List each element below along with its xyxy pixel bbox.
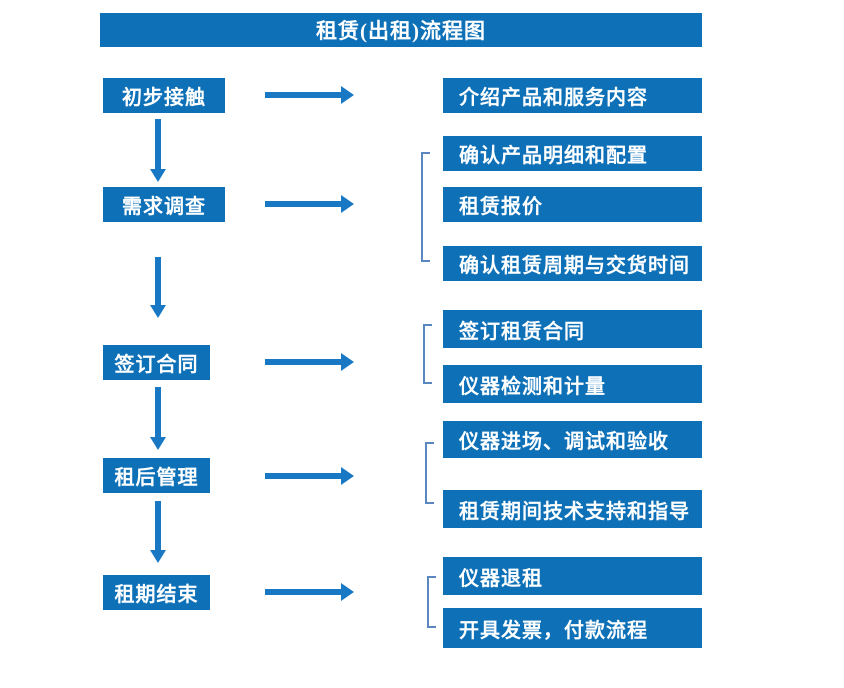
step-box-initial-contact: 初步接触 bbox=[103, 78, 225, 113]
detail-box: 开具发票，付款流程 bbox=[443, 608, 702, 648]
detail-box: 租赁期间技术支持和指导 bbox=[443, 490, 702, 528]
group-bracket bbox=[421, 152, 430, 262]
step-box-sign-contract: 签订合同 bbox=[103, 345, 210, 380]
right-arrow bbox=[265, 583, 354, 601]
group-bracket bbox=[425, 442, 434, 504]
right-arrow bbox=[265, 467, 354, 485]
down-arrow bbox=[150, 501, 166, 563]
arrow-head-icon bbox=[150, 169, 166, 182]
arrow-shaft bbox=[155, 501, 161, 550]
arrow-shaft bbox=[265, 201, 341, 207]
arrow-head-icon bbox=[341, 86, 354, 104]
down-arrow bbox=[150, 387, 166, 450]
arrow-head-icon bbox=[341, 195, 354, 213]
arrow-shaft bbox=[155, 387, 161, 437]
arrow-shaft bbox=[155, 119, 161, 169]
arrow-head-icon bbox=[150, 305, 166, 318]
arrow-shaft bbox=[265, 589, 341, 595]
arrow-shaft bbox=[265, 92, 341, 98]
detail-box: 确认租赁周期与交货时间 bbox=[443, 246, 702, 281]
right-arrow bbox=[265, 353, 354, 371]
step-box-rental-end: 租期结束 bbox=[103, 575, 210, 610]
diagram-title: 租赁(出租)流程图 bbox=[100, 13, 702, 47]
detail-box: 仪器退租 bbox=[443, 557, 702, 595]
arrow-shaft bbox=[265, 473, 341, 479]
arrow-shaft bbox=[155, 257, 161, 305]
down-arrow bbox=[150, 119, 166, 182]
step-box-post-rental-management: 租后管理 bbox=[103, 458, 210, 493]
detail-box: 介绍产品和服务内容 bbox=[443, 78, 702, 113]
down-arrow bbox=[150, 257, 166, 318]
group-bracket bbox=[427, 576, 436, 628]
detail-box: 签订租赁合同 bbox=[443, 310, 702, 348]
arrow-head-icon bbox=[341, 353, 354, 371]
group-bracket bbox=[423, 324, 432, 384]
arrow-head-icon bbox=[150, 437, 166, 450]
arrow-head-icon bbox=[341, 583, 354, 601]
detail-box: 租赁报价 bbox=[443, 187, 702, 222]
arrow-head-icon bbox=[150, 550, 166, 563]
arrow-shaft bbox=[265, 359, 341, 365]
detail-box: 仪器进场、调试和验收 bbox=[443, 421, 702, 458]
right-arrow bbox=[265, 86, 354, 104]
right-arrow bbox=[265, 195, 354, 213]
detail-box: 确认产品明细和配置 bbox=[443, 136, 702, 171]
detail-box: 仪器检测和计量 bbox=[443, 365, 702, 403]
arrow-head-icon bbox=[341, 467, 354, 485]
step-box-demand-survey: 需求调查 bbox=[103, 187, 225, 222]
